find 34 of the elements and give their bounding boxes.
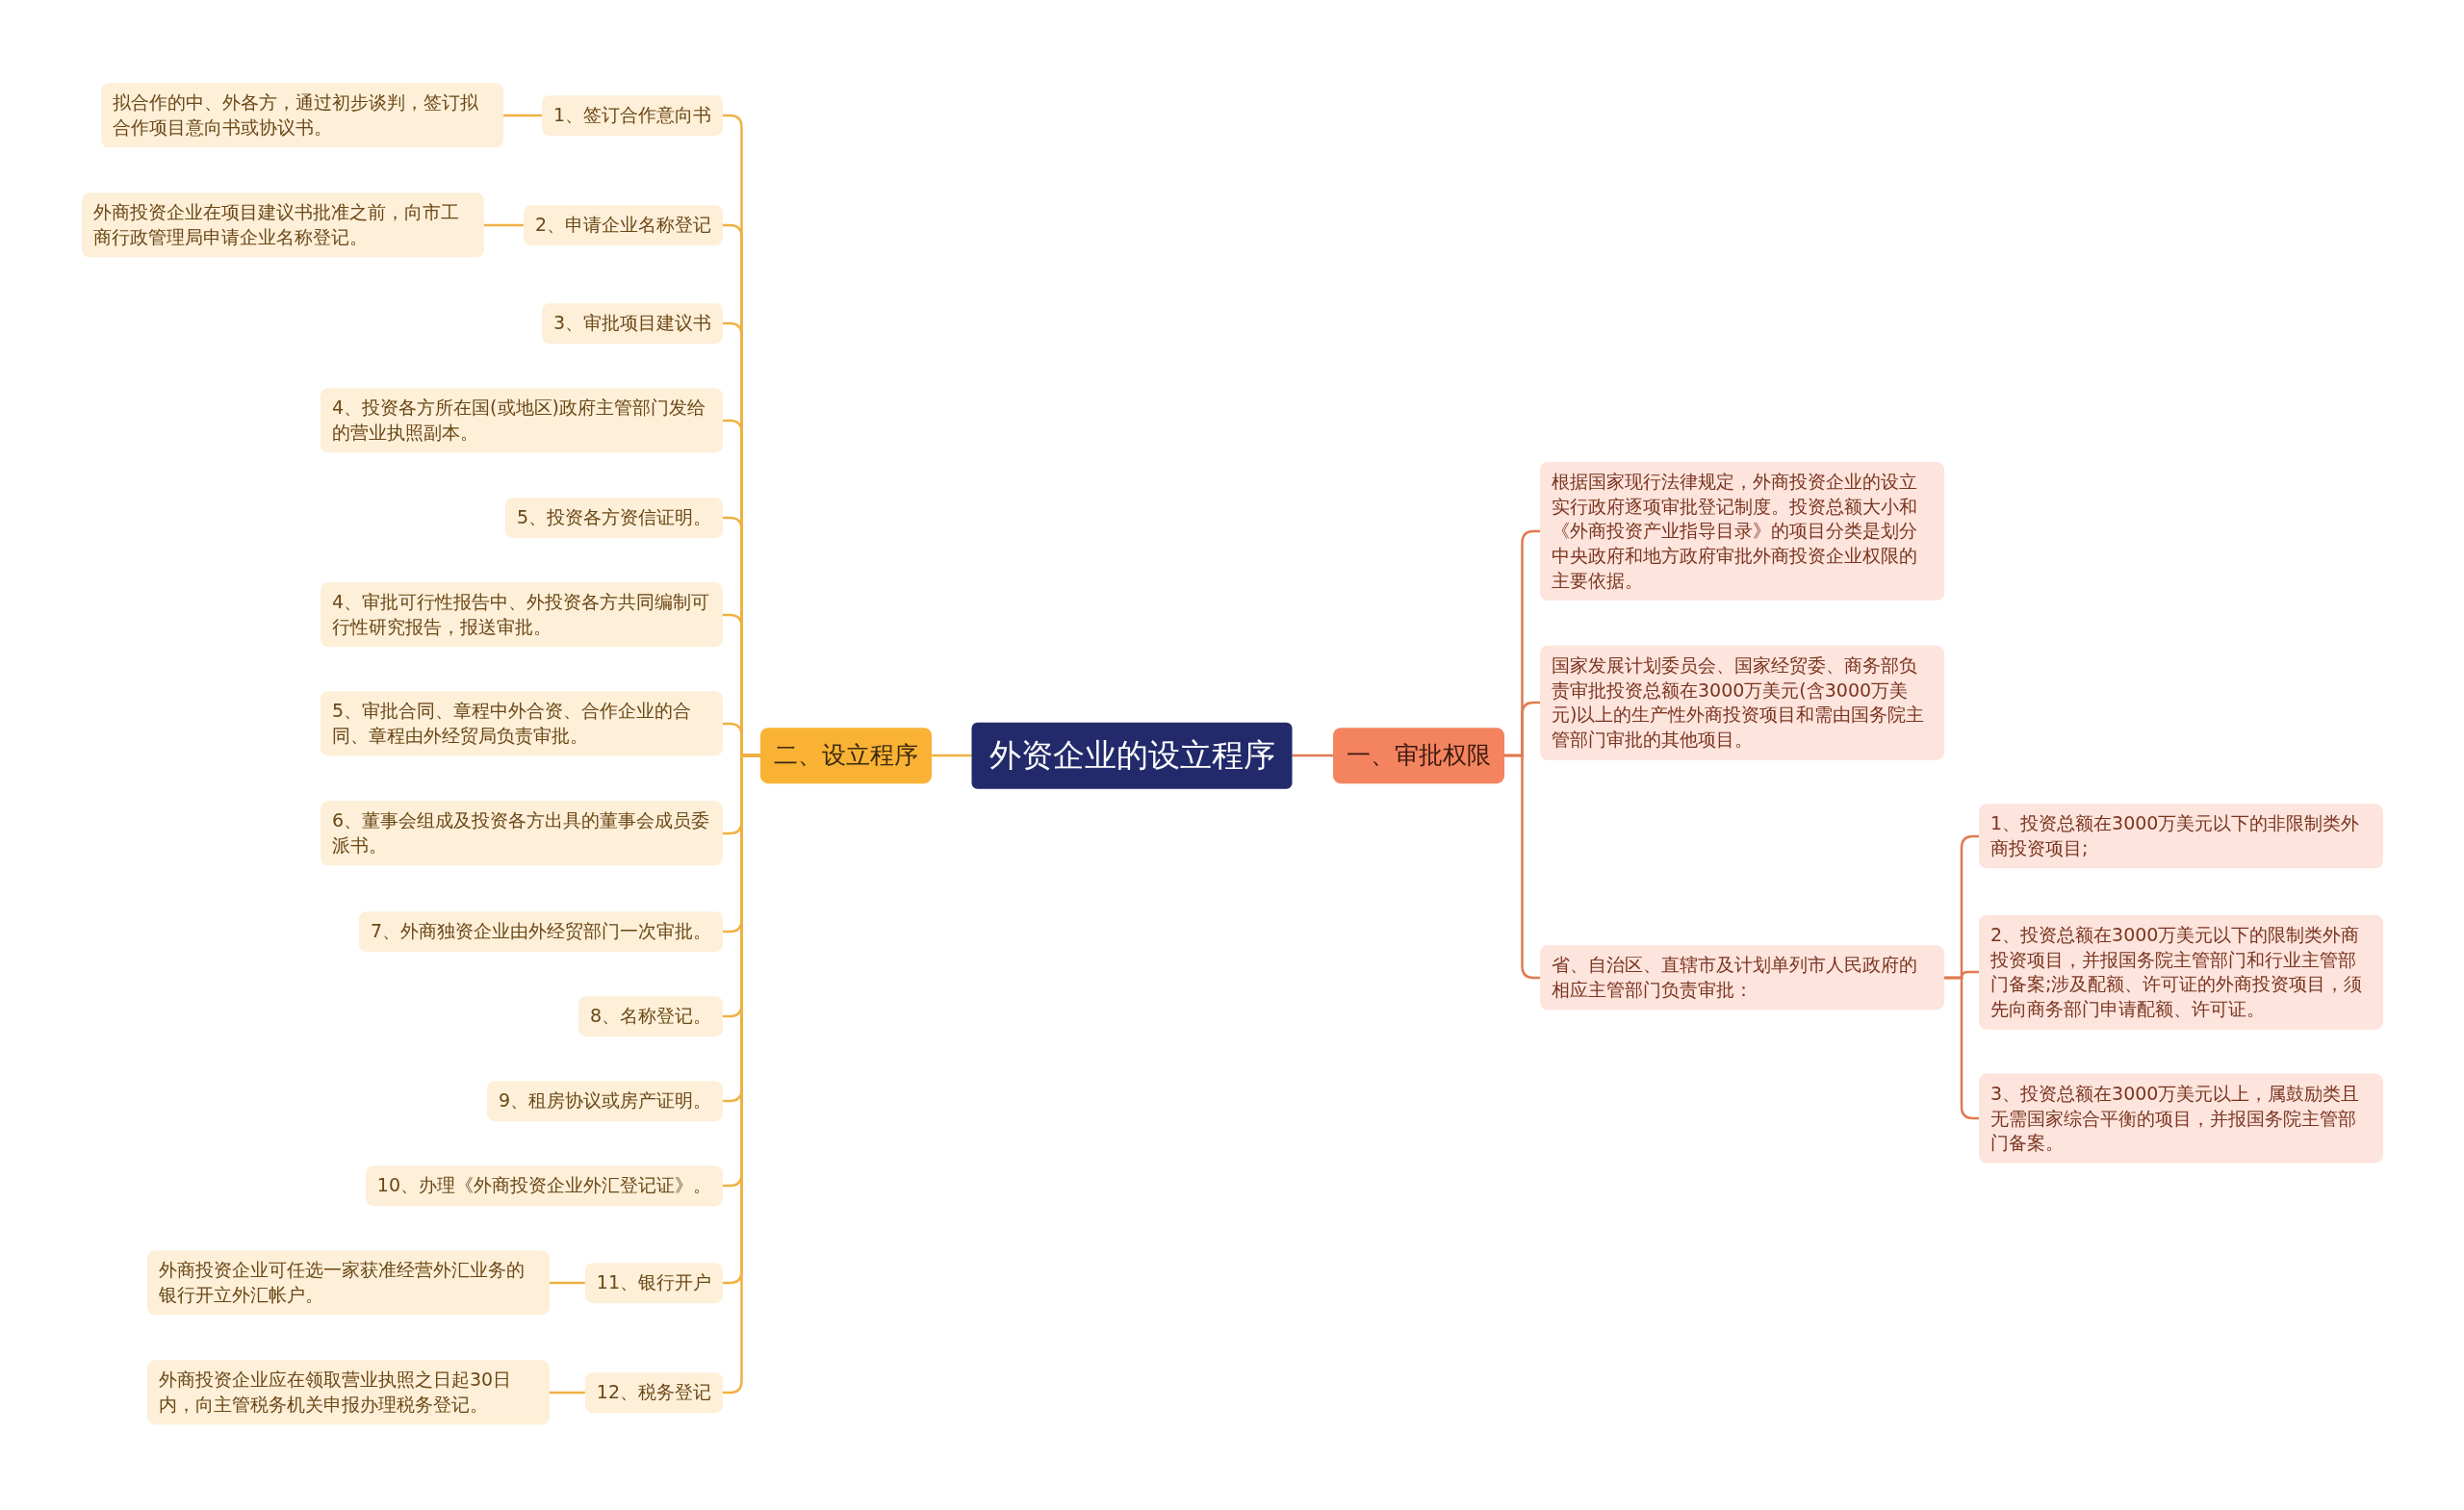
subtopic-box: 12、税务登记	[584, 1372, 723, 1413]
subtopic-box: 5、审批合同、章程中外合资、合作企业的合同、章程由外经贸局负责审批。	[321, 691, 723, 756]
subtopic-box: 5、投资各方资信证明。	[504, 498, 723, 538]
subtopic-box: 8、名称登记。	[578, 996, 723, 1037]
main-topic-box: 二、设立程序	[760, 728, 932, 783]
connector-line	[484, 223, 524, 227]
subtopic-box: 10、办理《外商投资企业外汇登记证》。	[365, 1165, 723, 1206]
connector-line	[1292, 754, 1333, 757]
central-topic-box: 外资企业的设立程序	[971, 722, 1293, 789]
subtopic-box: 1、签订合作意向书	[541, 95, 723, 136]
detail-note-box: 拟合作的中、外各方，通过初步谈判，签订拟合作项目意向书或协议书。	[101, 83, 503, 148]
connector-line	[932, 754, 972, 757]
subtopic-box: 省、自治区、直辖市及计划单列市人民政府的相应主管部门负责审批：	[1540, 945, 1944, 1011]
subtopic-box: 3、审批项目建议书	[541, 303, 723, 344]
detail-note-box: 外商投资企业在项目建议书批准之前，向市工商行政管理局申请企业名称登记。	[82, 192, 484, 258]
subtopic-box: 2、申请企业名称登记	[523, 205, 723, 245]
subtopic-box: 4、投资各方所在国(或地区)政府主管部门发给的营业执照副本。	[321, 388, 723, 453]
detail-note-box: 2、投资总额在3000万美元以下的限制类外商投资项目，并报国务院主管部门和行业主管部门备案;涉及配额、许可证的外商投资项目，须先向商务部门申请配额、许可证。	[1979, 914, 2383, 1030]
subtopic-box: 6、董事会组成及投资各方出具的董事会成员委派书。	[321, 801, 723, 866]
subtopic-box: 7、外商独资企业由外经贸部门一次审批。	[358, 911, 723, 952]
connector-line	[550, 1281, 585, 1285]
subtopic-box: 国家发展计划委员会、国家经贸委、商务部负责审批投资总额在3000万美元(含3000万美元)以上的生产性外商投资项目和需由国务院主管部门审批的其他项目。	[1540, 645, 1944, 760]
subtopic-box: 11、银行开户	[584, 1263, 723, 1303]
subtopic-box: 4、审批可行性报告中、外投资各方共同编制可行性研究报告，报送审批。	[321, 582, 723, 648]
detail-note-box: 3、投资总额在3000万美元以上，属鼓励类且无需国家综合平衡的项目，并报国务院主管部门备案。	[1979, 1073, 2383, 1164]
subtopic-box: 9、租房协议或房产证明。	[486, 1081, 723, 1121]
connector-line	[550, 1391, 585, 1395]
detail-note-box: 外商投资企业应在领取营业执照之日起30日内，向主管税务机关申报办理税务登记。	[147, 1360, 550, 1425]
detail-note-box: 1、投资总额在3000万美元以下的非限制类外商投资项目;	[1979, 804, 2383, 869]
connector-line	[1504, 754, 1540, 980]
main-topic-box: 一、审批权限	[1333, 728, 1504, 783]
subtopic-box: 根据国家现行法律规定，外商投资企业的设立实行政府逐项审批登记制度。投资总额大小和《外商投资产业指导目录》的项目分类是划分中央政府和地方政府审批外商投资企业权限的主要依据。	[1540, 461, 1944, 601]
detail-note-box: 外商投资企业可任选一家获准经营外汇业务的银行开立外汇帐户。	[147, 1250, 550, 1316]
connector-line	[503, 114, 542, 117]
